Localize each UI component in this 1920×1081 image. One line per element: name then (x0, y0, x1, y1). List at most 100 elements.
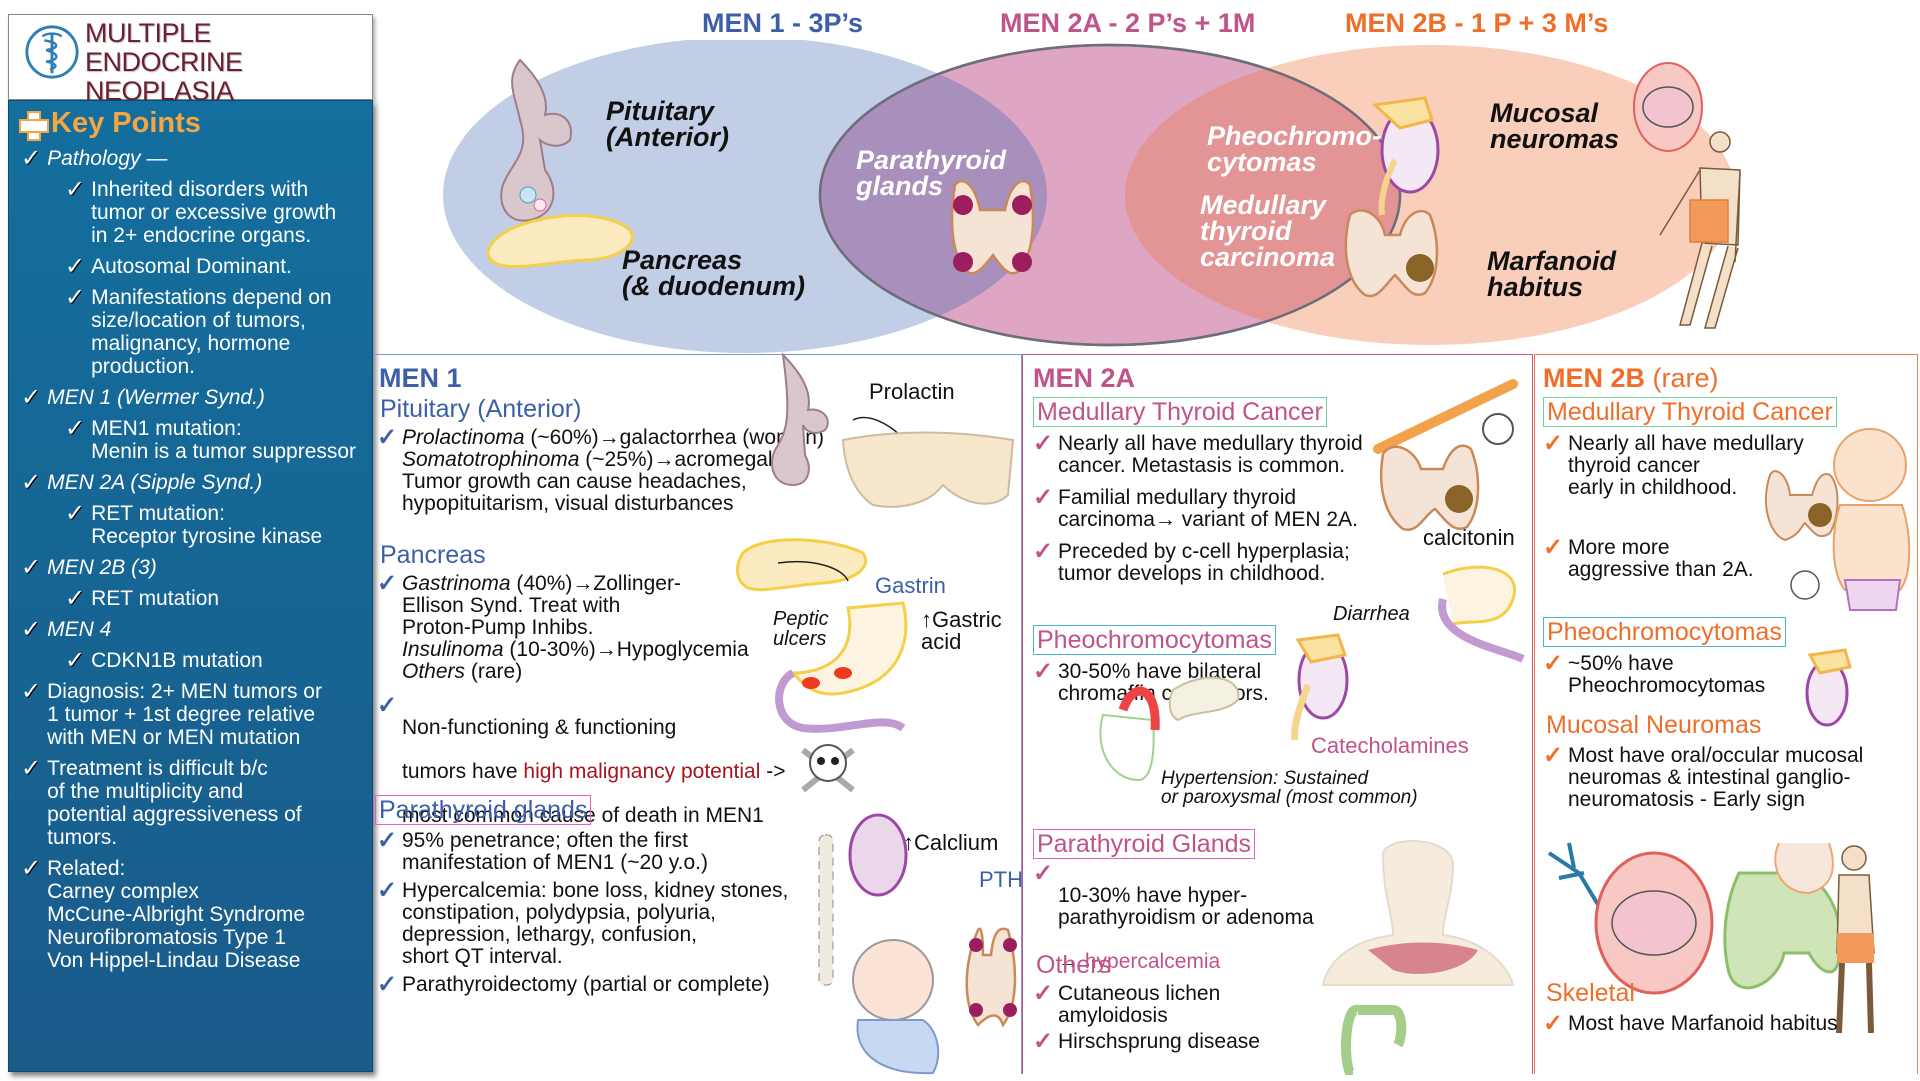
men2a-parathyroid-bullet: ✓ 10-30% have hyper- parathyroidism or a… (1033, 862, 1314, 995)
men1-pituitary-lines: Prolactinoma (~60%)→galactorrhea (women)… (402, 427, 824, 515)
text-line: Insulinoma (10-30%)→Hypoglycemia (402, 639, 749, 661)
men2b-mtc-heading: Medullary Thyroid Cancer (1543, 397, 1837, 427)
bullet-item: ✓95% penetrance; often the first manifes… (377, 827, 788, 874)
men2b-skeletal-heading: Skeletal (1546, 979, 1635, 1007)
key-point-item: ✓MEN1 mutation: Menin is a tumor suppres… (65, 415, 366, 464)
italic-term: Gastrinoma (402, 572, 511, 595)
check-icon: ✓ (1543, 430, 1564, 457)
line-text: Proton-Pump Inhibs. (402, 616, 594, 639)
check-icon: ✓ (1033, 430, 1054, 457)
check-icon: ✓ (21, 616, 42, 643)
key-point-text: RET mutation (91, 587, 220, 610)
men2b-mucosal-bullets: ✓Most have oral/occular mucosal neuromas… (1543, 742, 1863, 817)
check-icon: ✓ (377, 827, 398, 854)
bullet-text: Preceded by c-cell hyperplasia; tumor de… (1058, 540, 1350, 585)
line-text: hypopituitarism, visual disturbances (402, 492, 734, 515)
key-point-text: Diagnosis: 2+ MEN tumors or 1 tumor + 1s… (47, 680, 322, 749)
men2a-mtc-bullets: ✓Nearly all have medullary thyroid cance… (1033, 430, 1363, 595)
check-icon: ✓ (21, 469, 42, 496)
text-line: Prolactinoma (~60%)→galactorrhea (women) (402, 427, 824, 449)
pituitary-illustration (500, 58, 572, 222)
key-point-item: ✓Autosomal Dominant. (65, 253, 366, 280)
venn-label-pheochromocytomas: Pheochromo- cytomas (1207, 121, 1382, 177)
italic-term: Others (402, 660, 466, 683)
venn-diagram (443, 40, 1741, 353)
bullet-item: ✓Preceded by c-cell hyperplasia; tumor d… (1033, 540, 1363, 585)
check-icon: ✓ (21, 678, 42, 705)
prolactin-label: Prolactin (869, 379, 955, 404)
italic-term: Prolactinoma (402, 426, 525, 449)
key-point-item: ✓Manifestations depend on size/location … (65, 286, 366, 379)
check-icon: ✓ (1033, 658, 1054, 685)
check-icon: ✓ (65, 500, 86, 527)
key-points-list: ✓Pathology —✓Inherited disorders with tu… (21, 147, 366, 980)
venn-label-mucosal-neuromas: Mucosal neuromas (1490, 98, 1620, 154)
bullet-item: ✓Hirschsprung disease (1033, 1030, 1260, 1054)
bullet-item: ✓Most have Marfanoid habitus (1543, 1012, 1838, 1036)
key-point-item: ✓MEN 2B (3) (21, 556, 366, 580)
italic-term: Somatotrophinoma (402, 448, 580, 471)
hypercalcemia-text: hypercalcemia (1084, 950, 1221, 973)
check-icon: ✓ (1033, 980, 1054, 1007)
men2a-parathyroid-bullet-text: 10-30% have hyper- parathyroidism or ade… (1058, 884, 1314, 929)
italic-term: Insulinoma (402, 638, 504, 661)
key-point-item: ✓MEN 1 (Wermer Synd.) (21, 386, 366, 410)
bullet-item: ✓Hypercalcemia: bone loss, kidney stones… (377, 877, 788, 968)
venn-label-pituitary: Pituitary (Anterior) (606, 96, 729, 152)
medullary-thyroid-illustration (1344, 209, 1439, 298)
key-point-item: ✓MEN 2A (Sipple Synd.) (21, 469, 366, 496)
text-line: Proton-Pump Inhibs. (402, 617, 749, 639)
venn-title-men2a: MEN 2A - 2 P’s + 1M (1000, 8, 1256, 38)
mucosal-neuroma-mouth-illustration (1633, 62, 1703, 152)
check-icon: ✓ (1543, 650, 1564, 677)
check-icon: ✓ (65, 647, 86, 674)
check-icon: ✓ (65, 585, 86, 612)
key-point-item: ✓Pathology — (21, 145, 366, 172)
men1-panel: MEN 1 Pituitary (Anterior) ✓ Prolactinom… (373, 352, 1023, 1075)
bullet-item: ✓Nearly all have medullary thyroid cance… (1033, 430, 1363, 477)
men1-pancreas-bullet-2: ✓ Non-functioning & functioning tumors h… (377, 694, 786, 849)
bullet-text: Cutaneous lichen amyloidosis (1058, 982, 1221, 1027)
check-icon: ✓ (65, 415, 86, 442)
key-point-item: ✓RET mutation (65, 585, 366, 612)
check-icon: ✓ (65, 253, 86, 280)
check-icon: ✓ (377, 971, 398, 998)
prolactin-illustration (771, 352, 1015, 508)
bullet-text: More more aggressive than 2A. (1568, 536, 1754, 581)
bullet-text: Nearly all have medullary thyroid cancer… (1058, 432, 1363, 477)
key-point-text: Related: Carney complex McCune-Albright … (47, 857, 306, 972)
line-text: Ellison Synd. Treat with (402, 594, 621, 617)
key-point-text: RET mutation: Receptor tyrosine kinase (91, 502, 323, 548)
bullet-item: ✓More more aggressive than 2A. (1543, 534, 1804, 581)
key-point-item: ✓Diagnosis: 2+ MEN tumors or 1 tumor + 1… (21, 678, 366, 750)
men2a-others-heading: Others (1036, 951, 1112, 979)
title-line-1: MULTIPLE ENDOCRINE (85, 18, 243, 77)
venn-label-marfanoid-habitus: Marfanoid habitus (1487, 246, 1617, 302)
diarrhea-label: Diarrhea (1333, 603, 1410, 625)
pancreas-stomach-illustration (736, 538, 908, 733)
check-icon: ✓ (377, 570, 398, 597)
check-icon: ✓ (21, 145, 42, 172)
men2b-panel: MEN 2B (rare) Medullary Thyroid Cancer ✓… (1534, 354, 1918, 1074)
bullet-item: ✓~50% have Pheochromocytomas (1543, 650, 1765, 697)
bullet-text: Familial medullary thyroid carcinoma→ va… (1058, 486, 1358, 531)
hypertension-label: Hypertension: Sustained or paroxysmal (m… (1161, 768, 1418, 808)
line-text: (~25%)→acromegaly (579, 448, 784, 471)
men2a-mtc-heading: Medullary Thyroid Cancer (1033, 397, 1327, 427)
check-icon: ✓ (65, 176, 86, 203)
gastric-acid-label: ↑Gastric acid (921, 607, 1002, 654)
check-icon: ✓ (1543, 534, 1564, 561)
check-icon: ✓ (21, 755, 42, 782)
men1-pancreas-b2-pre: tumors have (402, 760, 524, 783)
bullet-item: ✓Nearly all have medullary thyroid cance… (1543, 430, 1804, 499)
men2b-pheo-bullets: ✓~50% have Pheochromocytomas (1543, 650, 1765, 703)
check-icon: ✓ (377, 877, 398, 904)
key-points-heading: Key Points (19, 107, 201, 141)
men1-pancreas-b2-post: -> (760, 760, 786, 783)
key-point-text: Autosomal Dominant. (91, 255, 292, 278)
pth-label: PTH (979, 867, 1023, 892)
men1-pancreas-b2-line1: Non-functioning & functioning (402, 716, 677, 739)
text-line: Somatotrophinoma (~25%)→acromegaly (402, 449, 824, 471)
check-icon: ✓ (1543, 742, 1564, 769)
men2b-title-wrap: MEN 2B (rare) (1543, 363, 1719, 394)
